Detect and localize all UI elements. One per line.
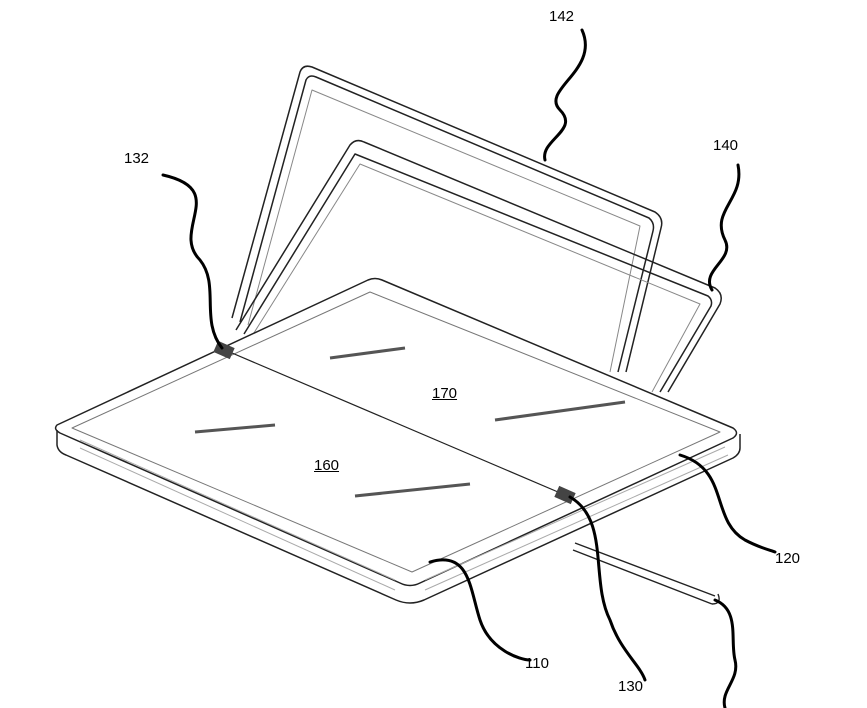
label-120: 120 [775, 550, 801, 567]
label-110: 110 [525, 655, 549, 672]
label-130: 130 [618, 678, 644, 695]
upper-outer-panel [231, 65, 663, 373]
lower-device-body [54, 277, 741, 604]
label-132: 132 [124, 150, 150, 167]
label-142: 142 [549, 8, 575, 25]
upper-inner-panel [235, 139, 722, 393]
label-170: 170 [432, 385, 458, 402]
screen-glare-marks [194, 346, 626, 498]
pen-accessory [572, 542, 720, 605]
leader-lines [161, 28, 777, 708]
label-140: 140 [713, 137, 739, 154]
label-160: 160 [314, 457, 340, 474]
